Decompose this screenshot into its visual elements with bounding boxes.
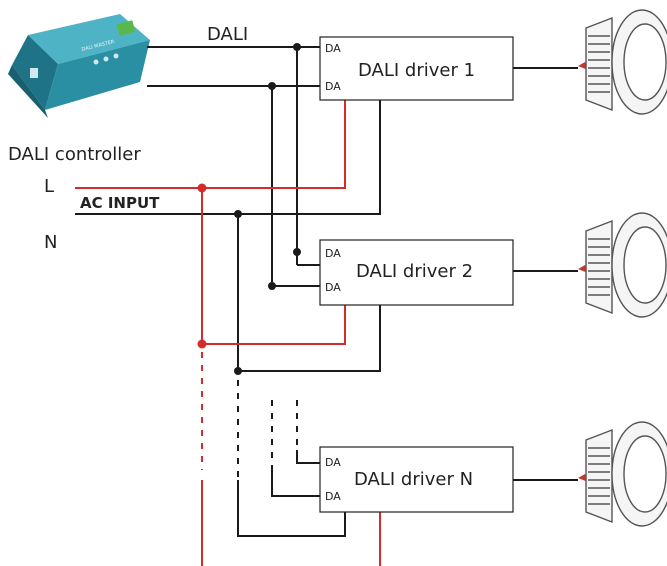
driver-n-da-bottom: DA bbox=[325, 490, 341, 503]
line-label: L bbox=[44, 176, 54, 197]
downlight-icon-n bbox=[578, 421, 667, 527]
junction-dots bbox=[197, 43, 301, 375]
dali-controller-device: DALI MASTER bbox=[8, 14, 150, 118]
driver-2-label: DALI driver 2 bbox=[356, 261, 473, 282]
downlight-icon-2 bbox=[578, 212, 667, 318]
driver-2-da-bottom: DA bbox=[325, 281, 341, 294]
driver-1-label: DALI driver 1 bbox=[358, 60, 475, 81]
driver-2-da-top: DA bbox=[325, 247, 341, 260]
lamp-output-wires bbox=[513, 67, 578, 481]
driver-box-2: DA DA DALI driver 2 bbox=[319, 239, 514, 306]
driver-box-n: DA DA DALI driver N bbox=[319, 446, 514, 513]
driver-n-da-top: DA bbox=[325, 456, 341, 469]
neutral-label: N bbox=[44, 232, 57, 253]
ac-input-label: AC INPUT bbox=[80, 194, 160, 212]
controller-label: DALI controller bbox=[8, 144, 141, 165]
dali-bus-label: DALI bbox=[207, 24, 248, 45]
dali-bus-wires bbox=[147, 46, 320, 497]
neutral-wires bbox=[75, 100, 381, 537]
driver-box-1: DA DA DALI driver 1 bbox=[319, 36, 514, 101]
downlight-icon-1 bbox=[578, 9, 667, 115]
driver-1-da-top: DA bbox=[325, 42, 341, 55]
driver-n-label: DALI driver N bbox=[354, 469, 473, 490]
live-wires bbox=[75, 100, 381, 566]
driver-1-da-bottom: DA bbox=[325, 80, 341, 93]
